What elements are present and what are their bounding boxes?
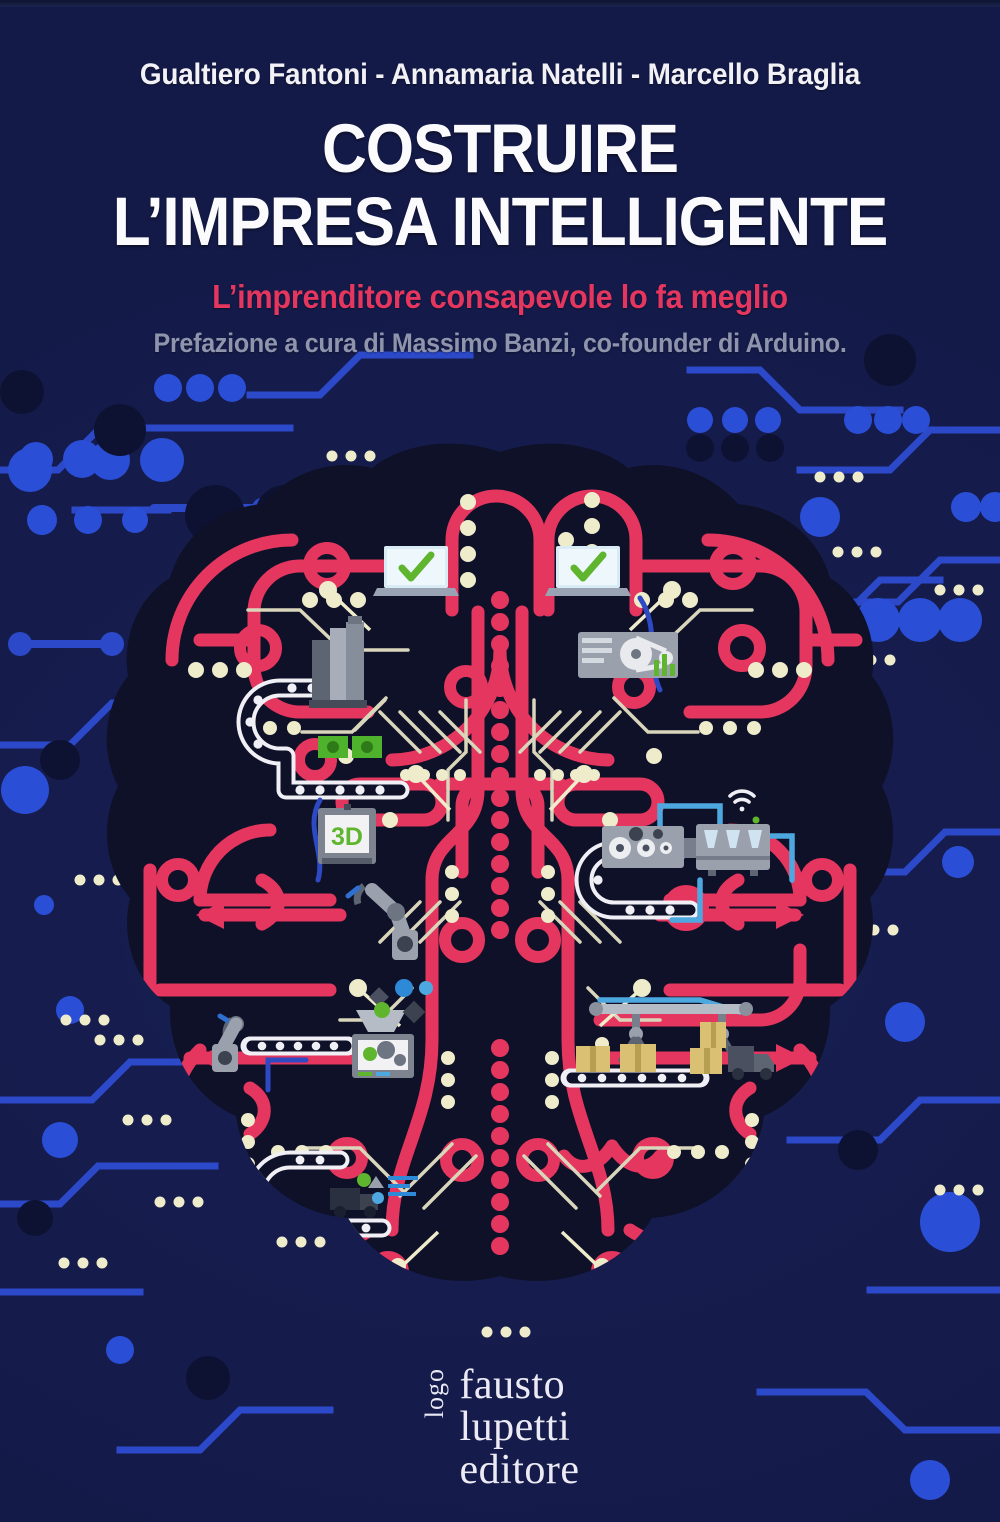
laptop-checkmark-icon (545, 546, 631, 596)
cream-thin-traces (198, 608, 802, 1268)
engine-belt-machine-icon (578, 632, 678, 678)
factory-silo-icon (309, 616, 367, 708)
publisher-logo: logo fausto lupetti editore (0, 1361, 1000, 1494)
publisher-name-line-2: lupetti (459, 1404, 571, 1451)
robot-arm-icon (345, 883, 418, 960)
cover-text-block: Gualtiero Fantoni - Annamaria Natelli - … (0, 0, 1000, 359)
3d-printer-icon: 3D (318, 804, 376, 864)
page-title-line-1: COSTRUIRE (321, 110, 679, 187)
publisher-logo-word: logo (420, 1367, 450, 1418)
banknote-money-icon (318, 736, 382, 758)
cover-top-edge (0, 0, 1000, 7)
page-title-line-2: L’IMPRESA INTELLIGENTE (112, 183, 888, 261)
cnc-machine-icon (696, 816, 770, 876)
forklift-icon (330, 1173, 418, 1218)
hopper-mixer-icon (352, 1010, 414, 1078)
delivery-truck-icon (728, 1046, 774, 1080)
cardboard-box-icon (576, 1022, 726, 1074)
publisher-name: fausto lupetti editore (459, 1361, 580, 1494)
publisher-name-line-3: editore (459, 1447, 580, 1494)
authors-line: Gualtiero Fantoni - Annamaria Natelli - … (139, 58, 861, 91)
robot-arm-icon (212, 1013, 244, 1072)
publisher-name-line-1: fausto (459, 1361, 566, 1408)
spine-dot-column (491, 591, 509, 1255)
preface-credit-line: Prefazione a cura di Massimo Banzi, co-f… (153, 327, 847, 358)
svg-text:3D: 3D (331, 823, 363, 851)
gear-machine-icon (602, 826, 696, 868)
wifi-icon (728, 789, 756, 812)
laptop-checkmark-icon (373, 546, 459, 596)
subtitle-line: L’imprenditore consapevole lo fa meglio (212, 277, 788, 315)
arrow-heads (196, 901, 804, 1072)
